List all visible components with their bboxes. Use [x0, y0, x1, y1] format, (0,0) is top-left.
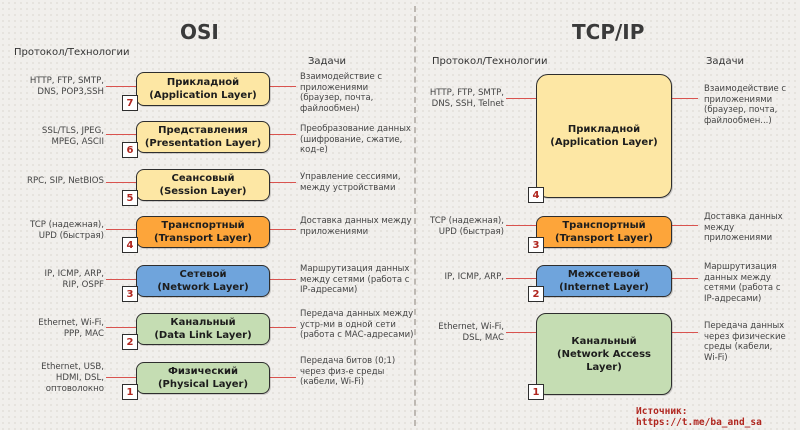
osi-l2-protocols: Ethernet, Wi-Fi,PPP, MAC — [38, 318, 104, 339]
osi-l2-left-connector — [106, 327, 136, 328]
osi-l3-number: 3 — [122, 286, 138, 302]
tcpip-l1-left-connector — [506, 332, 536, 333]
center-divider — [414, 6, 416, 426]
tcpip-l4-protocols: HTTP, FTP, SMTP,DNS, SSH, Telnet — [429, 88, 504, 109]
tcpip-l3-protocols: TCP (надежная),UPD (быстрая) — [429, 216, 504, 237]
osi-l4-left-connector — [106, 229, 136, 230]
osi-l2-number: 2 — [122, 334, 138, 350]
tcpip-l1-number: 1 — [528, 384, 544, 400]
source-credit: Источник: https://t.me/ba_and_sa — [636, 406, 762, 428]
osi-session-layer: Сеансовый(Session Layer) — [136, 169, 270, 201]
osi-l3-right-connector — [270, 279, 296, 280]
osi-l6-protocols: SSL/TLS, JPEG,MPEG, ASCII — [41, 126, 104, 147]
tcpip-l1-right-connector — [672, 332, 698, 333]
osi-title: OSI — [180, 20, 219, 44]
osi-l2-right-connector — [270, 327, 296, 328]
tcpip-transport-layer: Транспортный(Transport Layer) — [536, 216, 672, 248]
osi-l3-left-connector — [106, 279, 136, 280]
osi-l4-number: 4 — [122, 237, 138, 253]
tcpip-l2-left-connector — [506, 278, 536, 279]
osi-l7-protocols: HTTP, FTP, SMTP,DNS, POP3,SSH — [29, 76, 104, 97]
tcpip-l3-left-connector — [506, 225, 536, 226]
osi-l1-tasks: Передача битов (0;1)через физ-е среды(ка… — [300, 356, 396, 387]
osi-presentation-layer: Представления(Presentation Layer) — [136, 121, 270, 153]
osi-l7-right-connector — [270, 86, 296, 87]
tcpip-l3-right-connector — [672, 225, 698, 226]
osi-l4-protocols: TCP (надежная),UPD (быстрая) — [29, 220, 104, 241]
osi-l1-left-connector — [106, 377, 136, 378]
tcpip-l3-number: 3 — [528, 237, 544, 253]
osi-transport-layer: Транспортный(Transport Layer) — [136, 216, 270, 248]
osi-l6-left-connector — [106, 134, 136, 135]
osi-l3-protocols: IP, ICMP, ARP,RIP, OSPF — [44, 269, 104, 290]
osi-l5-protocols: RPC, SIP, NetBIOS — [27, 176, 104, 186]
osi-tasks-header: Задачи — [308, 56, 346, 67]
tcpip-internet-layer: Межсетевой(Internet Layer) — [536, 265, 672, 297]
osi-l5-left-connector — [106, 182, 136, 183]
osi-l7-left-connector — [106, 86, 136, 87]
tcpip-l1-protocols: Ethernet, Wi-Fi,DSL, MAC — [438, 322, 504, 343]
tcpip-title: TCP/IP — [572, 20, 645, 44]
osi-l5-number: 5 — [122, 190, 138, 206]
tcpip-application-layer: Прикладной(Application Layer) — [536, 74, 672, 198]
osi-l1-right-connector — [270, 377, 296, 378]
osi-network-layer: Сетевой(Network Layer) — [136, 265, 270, 297]
osi-data-link-layer: Канальный(Data Link Layer) — [136, 313, 270, 345]
tcpip-l4-left-connector — [506, 98, 536, 99]
tcpip-protocols-header: Протокол/Технологии — [432, 56, 548, 67]
tcpip-l2-protocols: IP, ICMP, ARP, — [444, 272, 504, 282]
osi-l6-number: 6 — [122, 142, 138, 158]
osi-protocols-header: Протокол/Технологии — [14, 47, 130, 58]
tcpip-l4-number: 4 — [528, 187, 544, 203]
tcpip-l2-right-connector — [672, 278, 698, 279]
osi-physical-layer: Физический(Physical Layer) — [136, 362, 270, 394]
osi-application-layer: Прикладной(Application Layer) — [136, 72, 270, 106]
tcpip-l2-number: 2 — [528, 286, 544, 302]
osi-l5-right-connector — [270, 182, 296, 183]
osi-l1-protocols: Ethernet, USB,HDMI, DSL,оптоволокно — [41, 362, 104, 394]
osi-l5-tasks: Управление сессиями,между устройствами — [300, 172, 401, 193]
osi-l1-number: 1 — [122, 384, 138, 400]
osi-l6-right-connector — [270, 134, 296, 135]
tcpip-l4-right-connector — [672, 98, 698, 99]
tcpip-tasks-header: Задачи — [706, 56, 744, 67]
osi-l7-number: 7 — [122, 95, 138, 111]
osi-l6-tasks: Преобразование данных(шифрование, сжатие… — [300, 124, 411, 155]
osi-l4-right-connector — [270, 229, 296, 230]
